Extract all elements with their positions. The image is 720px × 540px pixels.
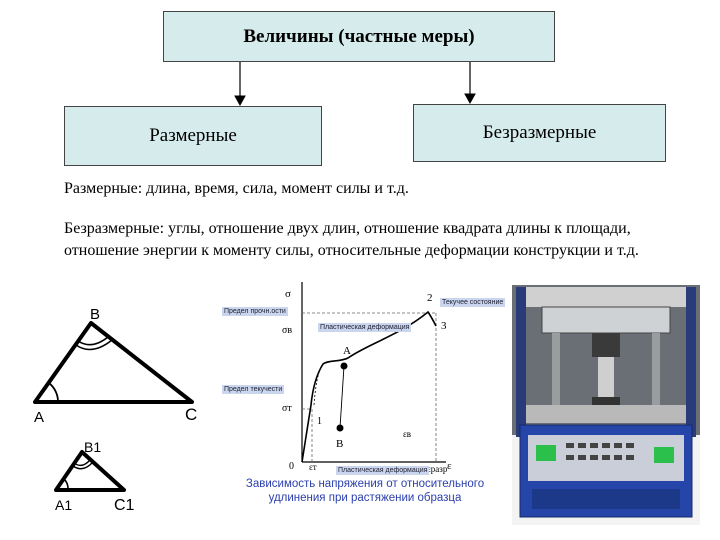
label-c1: C1: [114, 497, 135, 514]
label-b1: B1: [84, 439, 101, 455]
testing-machine-photo: [512, 285, 700, 525]
point-3-label: 3: [441, 320, 447, 332]
x-axis-label: ε: [447, 460, 452, 472]
annotation-flow-state: Текучее состояние: [440, 298, 505, 307]
origin-label: 0: [289, 461, 294, 472]
annotation-plastic-deformation: Пластическая деформация: [336, 466, 429, 475]
label-b: B: [90, 306, 100, 323]
connector-arrows: [235, 62, 475, 105]
stress-strain-graph: σ ε 0 σв σт εт εв εразр A B 1 2 3: [282, 282, 452, 474]
point-a: [341, 363, 348, 370]
triangle-large: B A C: [34, 306, 197, 426]
annotation-strength-limit: Предел прочн.ости: [222, 307, 288, 316]
graph-caption: Зависимость напряжения от относительного…: [220, 477, 510, 505]
point-1-label: 1: [317, 416, 322, 427]
point-2-label: 2: [427, 292, 433, 304]
stress-curve: [302, 312, 436, 462]
point-a-label: A: [343, 345, 351, 357]
label-c: C: [185, 405, 197, 424]
label-a: A: [34, 409, 44, 426]
eps-razr-label: εразр: [427, 464, 448, 474]
annotation-yield-limit: Предел текучести: [222, 385, 284, 394]
triangle-small: B1 A1 C1: [55, 439, 135, 514]
eps-t-label: εт: [309, 462, 317, 472]
y-axis-label: σ: [285, 288, 291, 300]
sigma-b-label: σв: [282, 325, 292, 336]
point-b: [337, 425, 344, 432]
eps-b-label: εв: [403, 429, 411, 439]
sigma-t-label: σт: [282, 403, 292, 414]
point-b-label: B: [336, 438, 343, 450]
label-a1: A1: [55, 497, 72, 513]
annotation-plastic-deformation-long: Пластическая деформация: [318, 323, 411, 332]
